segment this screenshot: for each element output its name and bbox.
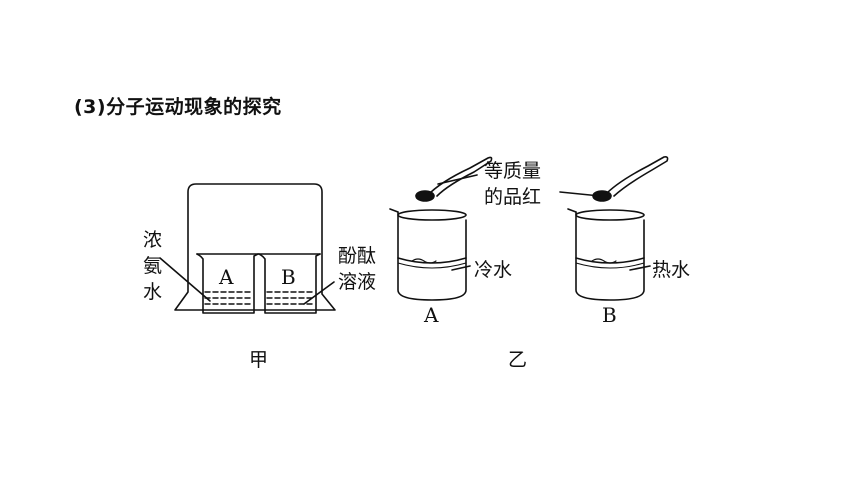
section-heading: (3)分子运动现象的探究 [74, 96, 282, 118]
label-hot-water: 热水 [652, 259, 690, 281]
label-ammonia-2: 氨 [143, 255, 162, 277]
beaker-yi-b [575, 211, 645, 301]
beaker-yi-a-letter: A [423, 303, 439, 327]
label-ammonia-1: 浓 [143, 229, 162, 251]
spoon-b [603, 156, 669, 197]
label-spoon-2: 的品红 [484, 186, 541, 208]
caption-yi: 乙 [508, 349, 527, 371]
caption-jia: 甲 [249, 349, 268, 371]
liquid-ammonia [204, 291, 253, 305]
liquid-phenolphthalein [266, 291, 315, 305]
spoon-a [426, 156, 493, 197]
label-ammonia-3: 水 [143, 281, 162, 303]
beaker-yi-b-letter: B [602, 303, 617, 327]
label-spoon-1: 等质量 [484, 160, 541, 182]
water-hot [575, 257, 645, 264]
label-cold-water: 冷水 [474, 259, 512, 281]
label-phenolphthalein-1: 酚酞 [338, 245, 376, 267]
beaker-jia-b-letter: B [281, 265, 296, 289]
beaker-yi-a [397, 211, 467, 301]
bell-jar [174, 183, 336, 311]
beaker-jia-a-letter: A [218, 265, 234, 289]
label-phenolphthalein-2: 溶液 [338, 271, 376, 293]
